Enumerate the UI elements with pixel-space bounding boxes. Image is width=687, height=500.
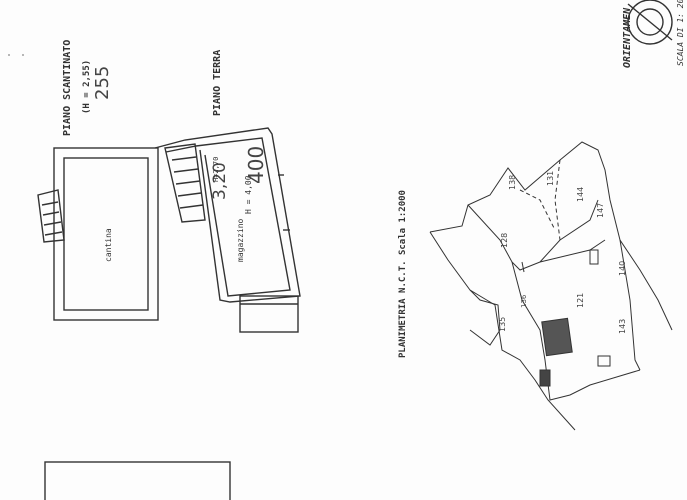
ground-floor-plan xyxy=(154,127,301,333)
parcel-number: 131 xyxy=(546,170,555,186)
parcel-number: 138 xyxy=(508,174,517,190)
title-box xyxy=(44,461,231,500)
parcel-number: 135 xyxy=(498,316,507,332)
basement-handwritten-height: 255 xyxy=(92,65,113,100)
orientation-scale: SCALA DI 1: 20 xyxy=(676,0,685,66)
basement-room-label: cantina xyxy=(104,228,113,262)
parcel-number: 136 xyxy=(520,294,528,308)
parcel-number: 147 xyxy=(596,202,605,218)
ground-floor-small-note: H=2,70 xyxy=(212,156,220,182)
planimetry-title: PLANIMETRIA N.C.T. Scala 1:2000 xyxy=(398,190,408,358)
basement-height-note: (H = 2,55) xyxy=(82,59,92,114)
parcel-number: 144 xyxy=(576,186,585,202)
ground-floor-handwritten-b: 400 xyxy=(244,145,268,184)
basement-plan xyxy=(37,147,159,321)
parcel-number: 121 xyxy=(576,292,585,308)
ground-floor-room-label: magazzino xyxy=(236,218,245,262)
orientation-label: ORIENTAMEN xyxy=(622,7,633,68)
compass-symbol xyxy=(627,0,673,45)
basement-title: PIANO SCANTINATO xyxy=(62,39,73,136)
ground-floor-title: PIANO TERRA xyxy=(212,49,223,116)
parcel-number: 128 xyxy=(500,232,509,248)
parcel-number: 140 xyxy=(618,260,627,276)
parcel-map xyxy=(429,141,673,431)
parcel-number: 143 xyxy=(618,318,627,334)
